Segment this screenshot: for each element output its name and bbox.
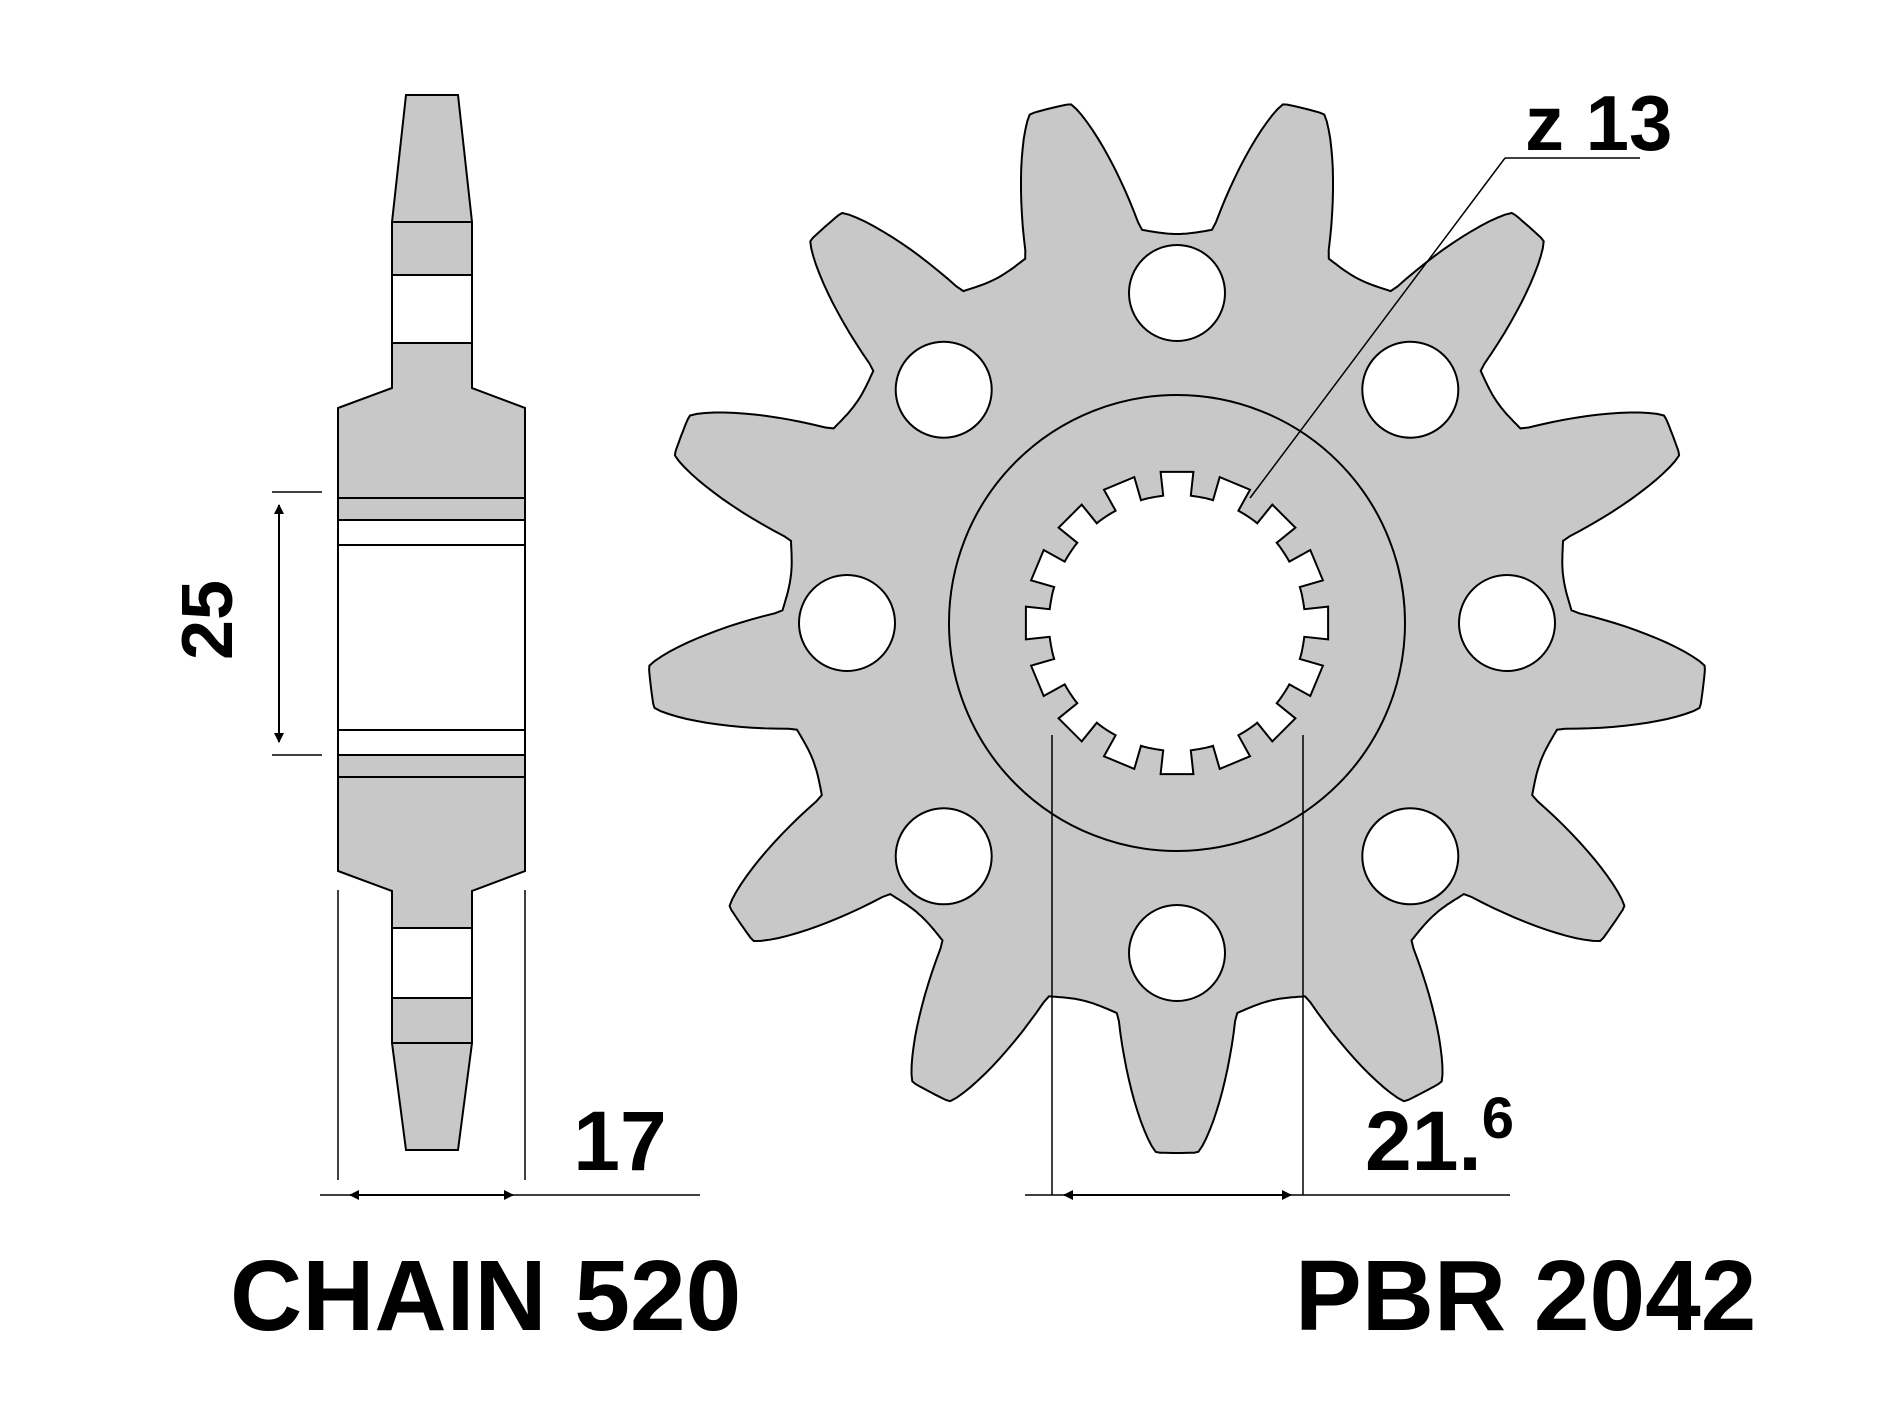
bolt-holes [798, 244, 1556, 1002]
side-band-top-1 [391, 274, 473, 344]
hub-width-dimension: 25 [168, 491, 322, 756]
side-band-bottom-1 [391, 927, 473, 999]
spline-dimension-label: 21.6 [1365, 1086, 1514, 1188]
side-view [337, 94, 526, 1151]
side-hub [337, 519, 526, 756]
teeth-count-label: z 13 [1525, 79, 1672, 167]
bolt-hole [1128, 244, 1226, 342]
thickness-label: 17 [573, 1094, 666, 1188]
chain-label: CHAIN 520 [230, 1240, 741, 1352]
spline-bore [1024, 470, 1330, 776]
bolt-hole [1361, 340, 1460, 439]
bolt-hole [894, 340, 993, 439]
bolt-hole [1128, 904, 1226, 1002]
front-view [648, 103, 1706, 1154]
part-number-label: PBR 2042 [1295, 1240, 1756, 1352]
bolt-hole [1458, 574, 1556, 672]
spline-label-sup: 6 [1482, 1086, 1514, 1151]
hub-width-label: 25 [168, 580, 248, 660]
teeth-count-callout: z 13 [1249, 79, 1672, 499]
thickness-dimension: 17 [320, 890, 700, 1200]
hub-ring [948, 394, 1406, 852]
bolt-hole [798, 574, 896, 672]
bolt-hole [1361, 807, 1460, 906]
bolt-hole [894, 807, 993, 906]
spline-dimension: 21.6 [1025, 735, 1514, 1200]
spline-label-main: 21. [1365, 1094, 1482, 1188]
